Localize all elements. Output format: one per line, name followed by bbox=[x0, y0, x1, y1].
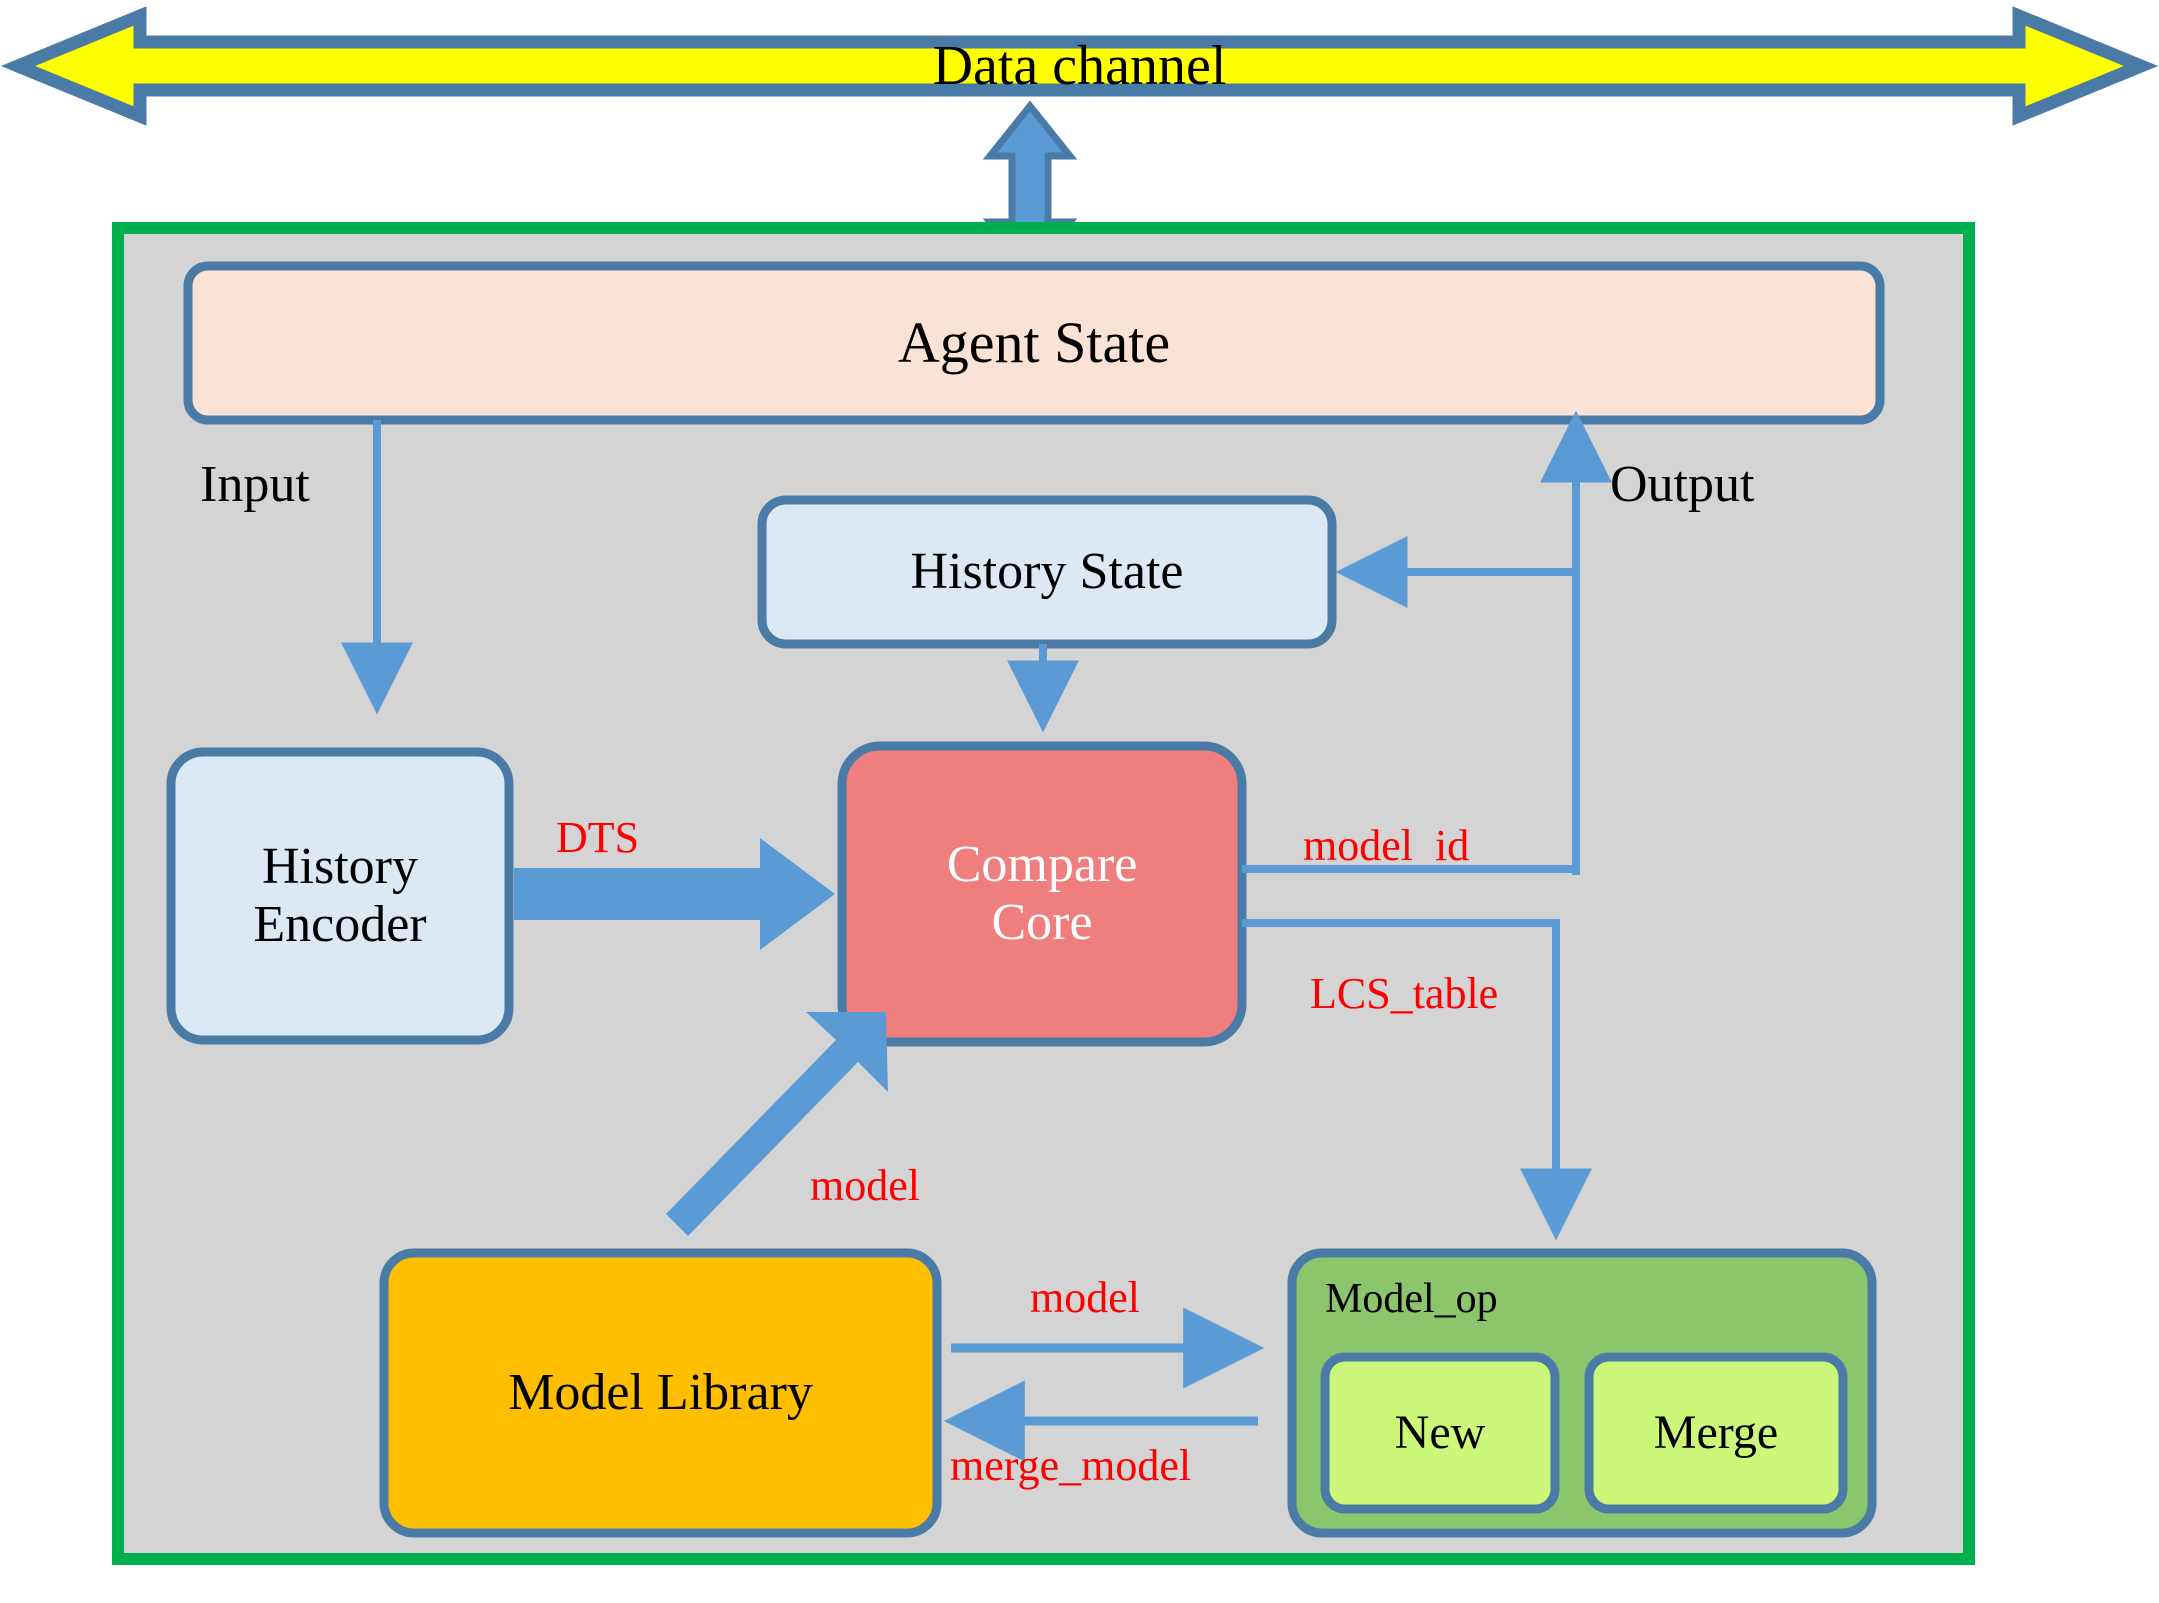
edge-label-merge-model: merge_model bbox=[950, 1441, 1192, 1490]
edge-label-model-to-op: model bbox=[1030, 1273, 1140, 1322]
edge-label-dts: DTS bbox=[556, 813, 640, 862]
history-encoder-label: History Encoder bbox=[253, 837, 427, 953]
agent-state-label: Agent State bbox=[897, 309, 1171, 375]
edge-label-model-to-core: model bbox=[810, 1161, 920, 1210]
new-op-box bbox=[1320, 1352, 1560, 1514]
edge-dts-block-arrow bbox=[514, 838, 835, 950]
merge-op-label: Merge bbox=[1653, 1406, 1779, 1460]
edge-label-model-id: model id bbox=[1303, 821, 1470, 870]
edge-lcs-table-arrow bbox=[1242, 919, 1592, 1241]
agent-state-box[interactable] bbox=[183, 261, 1885, 425]
model-library-label: Model Library bbox=[508, 1363, 813, 1421]
data-channel-label: Data channel bbox=[932, 34, 1227, 97]
merge-op-box bbox=[1584, 1352, 1848, 1514]
edge-model-to-core-block-arrow bbox=[666, 1012, 888, 1236]
edge-label-lcs-table: LCS_table bbox=[1310, 969, 1499, 1018]
history-state-label: History State bbox=[910, 542, 1184, 600]
compare-core-box[interactable] bbox=[837, 741, 1247, 1047]
compare-core-label: Compare Core bbox=[946, 835, 1138, 951]
edge-label-input: Input bbox=[200, 456, 310, 513]
model-op-box[interactable] bbox=[1287, 1248, 1877, 1538]
new-op-label: New bbox=[1394, 1406, 1486, 1460]
model-op-label: Model_op bbox=[1325, 1276, 1498, 1322]
edge-label-output: Output bbox=[1610, 456, 1755, 513]
history-encoder-box[interactable] bbox=[166, 747, 514, 1045]
data-channel-arrow bbox=[0, 6, 2159, 126]
model-library-box[interactable] bbox=[379, 1248, 942, 1538]
